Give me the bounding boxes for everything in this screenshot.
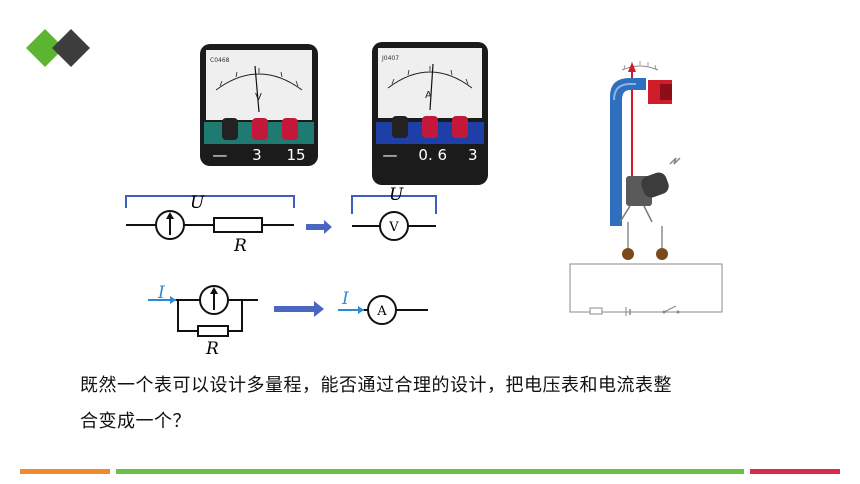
question-text: 既然一个表可以设计多量程，能否通过合理的设计，把电压表和电流表整 合变成一个？ [80, 368, 780, 440]
footer-bar-red [750, 469, 840, 474]
circuit-u-label-left: U [190, 193, 205, 213]
voltmeter-photo: V C0468 — 3 15 [200, 44, 318, 166]
logo-dark-diamond [52, 29, 90, 67]
circuit-ammeter: I A [338, 289, 428, 325]
voltmeter-terminal-label-15: 15 [286, 146, 306, 164]
voltmeter-terminal-label-3: 3 [252, 146, 262, 164]
voltmeter-scale-symbol: V [255, 92, 262, 103]
logo-green-diamond [26, 29, 64, 67]
voltmeter-negative-terminal [222, 118, 238, 140]
transform-arrow-top [306, 220, 332, 234]
transform-arrow-bottom [274, 301, 324, 317]
footer-bar-green [116, 469, 744, 474]
logo-diamonds [26, 29, 90, 67]
ammeter-dial: A J0407 [378, 48, 482, 118]
circuit-i-label-right: I [341, 289, 349, 309]
circuit-galvanometer-as-voltmeter: U R [125, 193, 295, 256]
ammeter-terminal-label-06: 0. 6 [418, 146, 448, 164]
circuit-r-label-top: R [233, 236, 247, 256]
ammeter-photo: A J0407 — 0. 6 3 [372, 42, 488, 185]
ammeter-terminal-label-3: 3 [467, 146, 478, 164]
circuit-r-label-bottom: R [205, 339, 219, 359]
ammeter-scale-symbol: A [425, 90, 432, 101]
shunt-resistor-symbol [197, 325, 229, 337]
galvanometer-mechanism-illustration [569, 61, 723, 316]
circuit-voltmeter: U V [351, 185, 437, 241]
question-line-1: 既然一个表可以设计多量程，能否通过合理的设计，把电压表和电流表整 [80, 375, 672, 396]
voltmeter-3v-terminal [252, 118, 268, 140]
ammeter-negative-terminal [392, 116, 408, 138]
footer-bar-orange [20, 469, 110, 474]
ammeter-3a-terminal [452, 116, 468, 138]
circuit-diagrams: U R U V I R I [125, 185, 437, 359]
voltmeter-model-text: C0468 [210, 57, 230, 64]
voltmeter-dial: V C0468 [206, 50, 312, 120]
ammeter-terminal-label-neg: — [382, 146, 398, 164]
ammeter-symbol-letter: A [376, 304, 387, 319]
resistor-symbol [213, 217, 263, 233]
question-line-2: 合变成一个？ [80, 411, 191, 432]
circuit-galvanometer-as-ammeter: I R [148, 283, 258, 359]
voltmeter-symbol-letter: V [388, 220, 399, 235]
circuit-u-label-right: U [389, 185, 404, 205]
ammeter-06a-terminal [422, 116, 438, 138]
circuit-i-label-left: I [157, 283, 165, 303]
voltmeter-15v-terminal [282, 118, 298, 140]
voltmeter-terminal-label-neg: — [212, 146, 228, 164]
ammeter-model-text: J0407 [381, 55, 399, 62]
